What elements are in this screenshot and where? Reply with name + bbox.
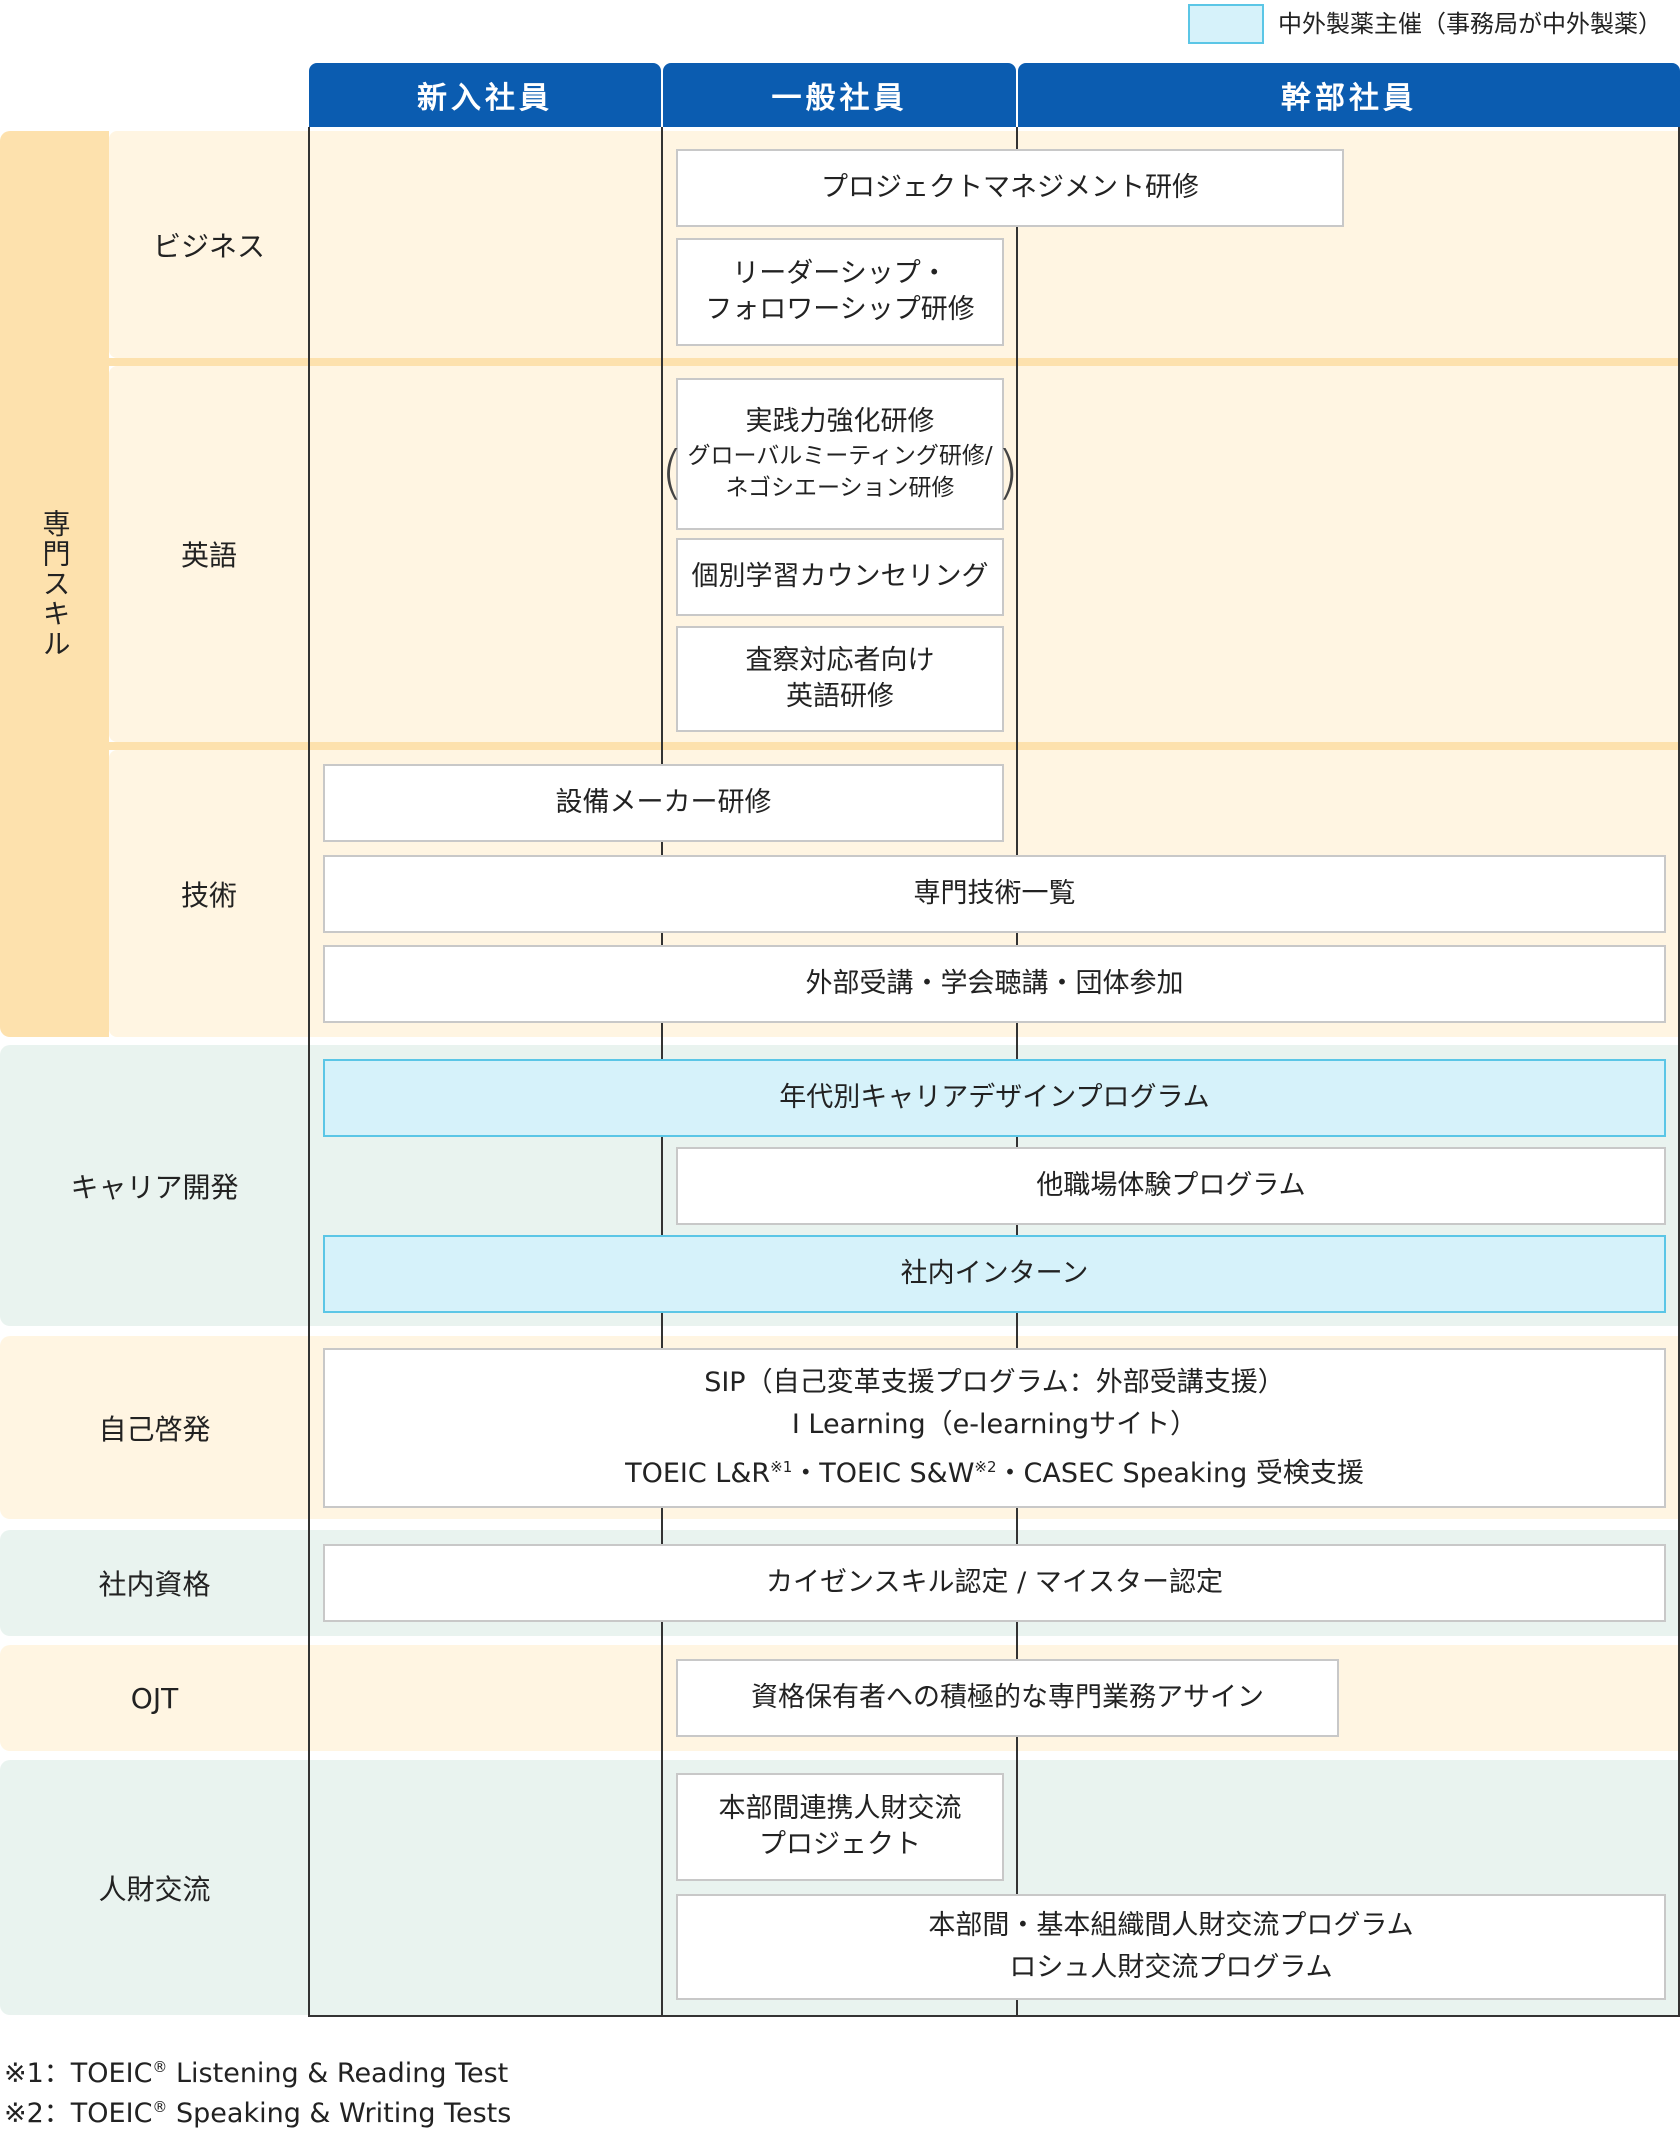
specialized-skills-label: 専門スキル [38,509,72,659]
column-header-new-employee: 新入社員 [309,63,661,127]
footnote-1: ※1：TOEIC® Listening & Reading Test [4,2058,509,2089]
program-leadership: リーダーシップ・ フォロワーシップ研修 [676,238,1004,346]
program-equipment-maker: 設備メーカー研修 [323,764,1004,842]
program-practical-skills: 実践力強化研修 ( グローバルミーティング研修/ ネゴシエーション研修 ) [661,378,1019,530]
legend-swatch [1188,4,1264,44]
program-kaizen-certification: カイゼンスキル認定 / マイスター認定 [323,1544,1666,1622]
program-hq-exchange-programs: 本部間・基本組織間人財交流プログラム ロシュ人財交流プログラム [676,1894,1666,2000]
program-inspection-english: 査察対応者向け 英語研修 [676,626,1004,732]
internal-qualification-label: 社内資格 [98,1568,211,1601]
paren-close-icon: ) [996,438,1020,506]
grid-line-left [308,127,310,2017]
talent-exchange-label: 人財交流 [98,1872,211,1906]
program-self-development: SIP（自己変革支援プログラム：外部受講支援） I Learning（e-lea… [323,1348,1666,1508]
program-hq-exchange-project: 本部間連携人財交流 プロジェクト [676,1773,1004,1881]
legend-label: 中外製薬主催（事務局が中外製薬） [1278,10,1662,38]
program-individual-counseling: 個別学習カウンセリング [676,538,1004,616]
business-label: ビジネス [152,229,265,263]
grid-line-right [1678,127,1680,2017]
footnote-2: ※2：TOEIC® Speaking & Writing Tests [4,2098,512,2129]
specialized-divider-bottom [109,742,1680,750]
practical-skills-subitems: ( グローバルミーティング研修/ ネゴシエーション研修 ) [660,438,1020,506]
column-header-manager: 幹部社員 [1018,63,1680,127]
career-label: キャリア開発 [70,1170,239,1204]
ojt-label: OJT [130,1681,179,1715]
english-label: 英語 [180,539,237,572]
paren-open-icon: ( [660,438,684,506]
tech-label: 技術 [180,878,237,912]
program-tech-list: 専門技術一覧 [323,855,1666,933]
specialized-divider-top [109,358,1680,366]
program-career-design: 年代別キャリアデザインプログラム [323,1059,1666,1137]
self-development-label: 自己啓発 [98,1412,211,1446]
program-external-courses: 外部受講・学会聴講・団体参加 [323,945,1666,1023]
program-other-workplace: 他職場体験プログラム [676,1147,1666,1225]
column-header-general-employee: 一般社員 [663,63,1016,127]
program-specialist-assignment: 資格保有者への積極的な専門業務アサイン [676,1659,1339,1737]
grid-line-bottom [308,2015,1680,2017]
program-internal-internship: 社内インターン [323,1235,1666,1313]
toeic-line: TOEIC L&R※1・TOEIC S&W※2・CASEC Speaking 受… [625,1457,1364,1489]
specialized-skills-band [0,131,109,1037]
program-project-management: プロジェクトマネジメント研修 [676,149,1344,227]
